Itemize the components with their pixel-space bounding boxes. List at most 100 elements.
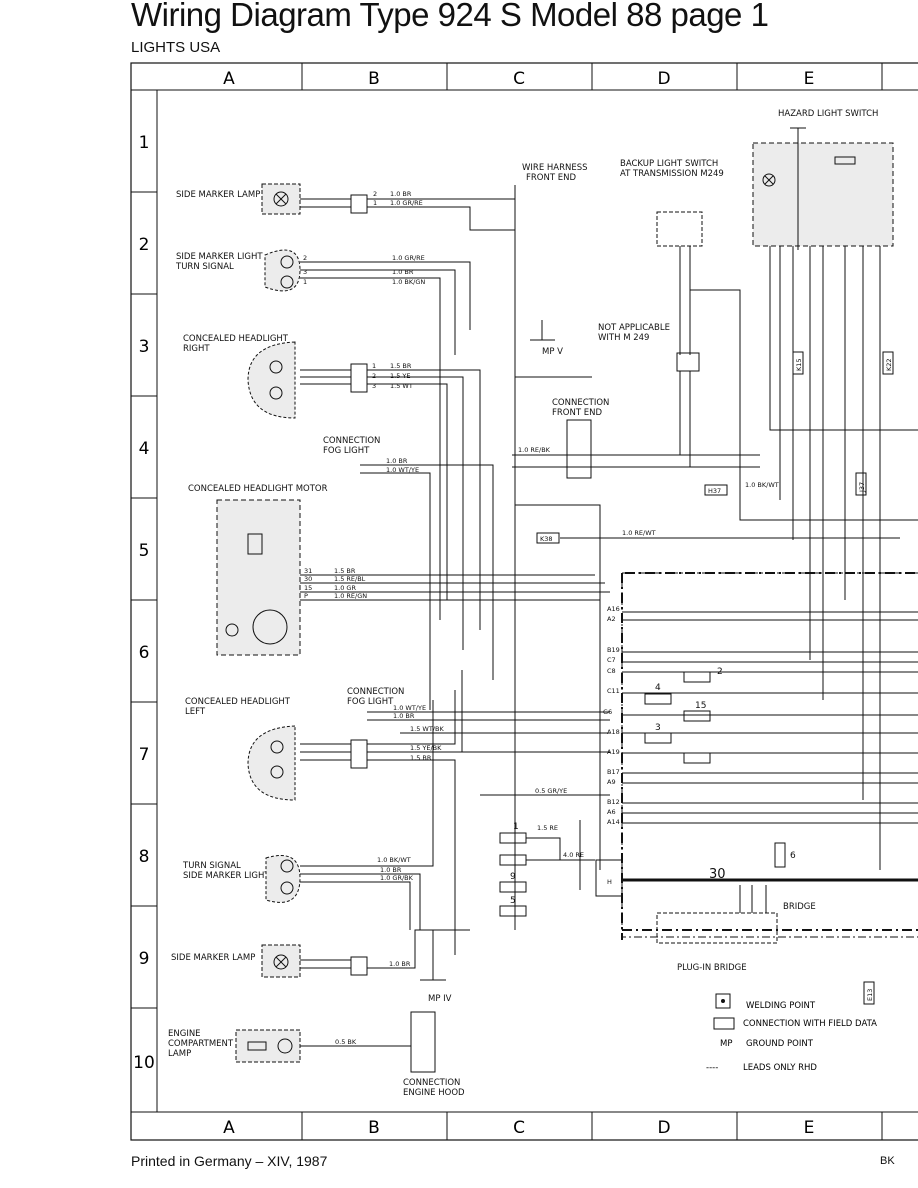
backup-connector xyxy=(676,352,700,372)
w6-d: 1.5 YE/BK xyxy=(410,744,442,752)
w2-b: 1.0 GR/RE xyxy=(392,254,425,262)
wire-harness-label-1: WIRE HARNESS xyxy=(522,163,588,173)
w2-f: 1.0 BK/GN xyxy=(392,278,425,286)
side-marker-turn-label-2: TURN SIGNAL xyxy=(175,262,234,272)
slot-h: H xyxy=(607,878,612,886)
headlight-right-label-2: RIGHT xyxy=(183,344,210,354)
w5-f: 1.0 GR xyxy=(334,584,356,592)
legend-welding: WELDING POINT xyxy=(746,1001,816,1011)
row-label-5: 5 xyxy=(139,541,150,561)
field-data-symbol xyxy=(713,1017,735,1030)
legend-rhd: LEADS ONLY RHD xyxy=(743,1063,817,1073)
row-label-7: 7 xyxy=(139,745,150,765)
row-label-8: 8 xyxy=(139,847,150,867)
col-label-d-bottom: D xyxy=(657,1118,670,1138)
w3-c: 2 xyxy=(372,372,376,380)
slot-a14: A14 xyxy=(607,818,620,826)
w7-c: 1.0 GR/BK xyxy=(380,874,414,882)
mp-iv-label: MP IV xyxy=(428,994,452,1004)
slot-b17: B17 xyxy=(607,768,620,776)
legend: WELDING POINT CONNECTION WITH FIELD DATA… xyxy=(706,993,877,1073)
col-label-e-bottom: E xyxy=(804,1118,815,1138)
misc-5: 1.5 RE xyxy=(537,824,558,832)
side-marker-turn-label-1: SIDE MARKER LIGHT xyxy=(176,252,263,262)
misc-4: 0.5 GR/YE xyxy=(535,787,567,795)
legend-field-data: CONNECTION WITH FIELD DATA xyxy=(743,1019,877,1029)
wire-harness-label-2: FRONT END xyxy=(526,173,576,183)
w1-a: 2 xyxy=(373,190,377,198)
w3-d: 1.5 YE xyxy=(390,372,410,380)
side-marker-lamp-bottom xyxy=(261,944,301,978)
frame xyxy=(130,62,918,1141)
slot-a9: A9 xyxy=(607,778,616,786)
connection-fog-bottom-label-2: FOG LIGHT xyxy=(347,697,394,707)
w8-a: 1.0 BR xyxy=(389,960,411,968)
field-k38: K38 xyxy=(540,535,553,543)
relay-panel-boundary xyxy=(621,572,918,938)
col-label-c-bottom: C xyxy=(513,1118,525,1138)
page-title: Wiring Diagram Type 924 S Model 88 page … xyxy=(131,0,769,33)
w3-e: 3 xyxy=(372,382,376,390)
mp-v-label: MP V xyxy=(542,347,563,357)
page-code: BK xyxy=(880,1155,895,1167)
w5-h: 1.0 RE/GN xyxy=(334,592,367,600)
connection-engine-hood-label-1: CONNECTION xyxy=(403,1078,460,1088)
connector-front-end xyxy=(566,419,592,479)
headlight-left-label-1: CONCEALED HEADLIGHT xyxy=(185,697,291,707)
bulb-icon xyxy=(273,191,289,207)
field-h37: H37 xyxy=(708,487,721,495)
motor-icon xyxy=(225,623,239,637)
row-label-3: 3 xyxy=(139,337,150,357)
slot-a6: A6 xyxy=(607,808,616,816)
hazard-switch-label: HAZARD LIGHT SWITCH xyxy=(778,109,878,119)
connection-fog-top-label-1: CONNECTION xyxy=(323,436,380,446)
plugin-bridge-label: PLUG-IN BRIDGE xyxy=(677,963,747,973)
field-e13: E13 xyxy=(866,989,874,1001)
w4-a: 1.0 BR xyxy=(386,457,408,465)
fuse-num-9: 9 xyxy=(510,872,516,882)
misc-1: 1.0 RE/BK xyxy=(518,446,551,454)
legend-ground: GROUND POINT xyxy=(746,1039,814,1049)
hazard-lamp-icon xyxy=(762,173,776,187)
w5-g: P xyxy=(304,592,308,600)
fuse-num-4: 4 xyxy=(655,683,661,693)
field-k15: K15 xyxy=(795,358,803,371)
wires xyxy=(300,185,918,1047)
w7-b: 1.0 BR xyxy=(380,866,402,874)
w5-b: 1.5 BR xyxy=(334,567,356,575)
engine-lamp-label-2: COMPARTMENT xyxy=(168,1039,234,1049)
w6-b: 1.0 BR xyxy=(393,712,415,720)
print-note: Printed in Germany – XIV, 1987 xyxy=(131,1153,328,1169)
slot-a2: A2 xyxy=(607,615,616,623)
turn-signal-side-label-1: TURN SIGNAL xyxy=(182,861,241,871)
slot-b19: B19 xyxy=(607,646,620,654)
not-applicable-label-1: NOT APPLICABLE xyxy=(598,323,670,333)
col-label-d-top: D xyxy=(657,69,670,89)
row-label-2: 2 xyxy=(139,235,150,255)
not-applicable-label-2: WITH M 249 xyxy=(598,333,649,343)
engine-lamp-label-3: LAMP xyxy=(168,1049,191,1059)
w7-a: 1.0 BK/WT xyxy=(377,856,411,864)
w6-c: 1.5 WT/BK xyxy=(410,725,444,733)
legend-mp-symbol: MP xyxy=(720,1039,732,1049)
fuse-num-5: 5 xyxy=(510,896,516,906)
connection-front-end-label-2: FRONT END xyxy=(552,408,602,418)
connector-side-marker-top xyxy=(350,194,368,214)
side-marker-turn-body xyxy=(264,249,301,292)
slot-g6: G6 xyxy=(603,708,612,716)
w3-f: 1.5 WT xyxy=(390,382,413,390)
connection-engine-hood-label-2: ENGINE HOOD xyxy=(403,1088,465,1098)
row-label-10: 10 xyxy=(133,1053,155,1073)
connection-fog-top-label-2: FOG LIGHT xyxy=(323,446,370,456)
plugin-bridge-body xyxy=(656,912,778,944)
misc-3: 1.0 BK/WT xyxy=(745,481,779,489)
w6-a: 1.0 WT/YE xyxy=(393,704,426,712)
row-label-4: 4 xyxy=(139,439,150,459)
misc-2: 1.0 RE/WT xyxy=(622,529,656,537)
connection-fog-bottom-label-1: CONNECTION xyxy=(347,687,404,697)
misc-6: 4.0 RE xyxy=(563,851,584,859)
connector-headlight-left xyxy=(350,739,368,769)
w2-a: 2 xyxy=(303,254,307,262)
backup-switch-body xyxy=(656,211,703,247)
w3-b: 1.5 BR xyxy=(390,362,412,370)
